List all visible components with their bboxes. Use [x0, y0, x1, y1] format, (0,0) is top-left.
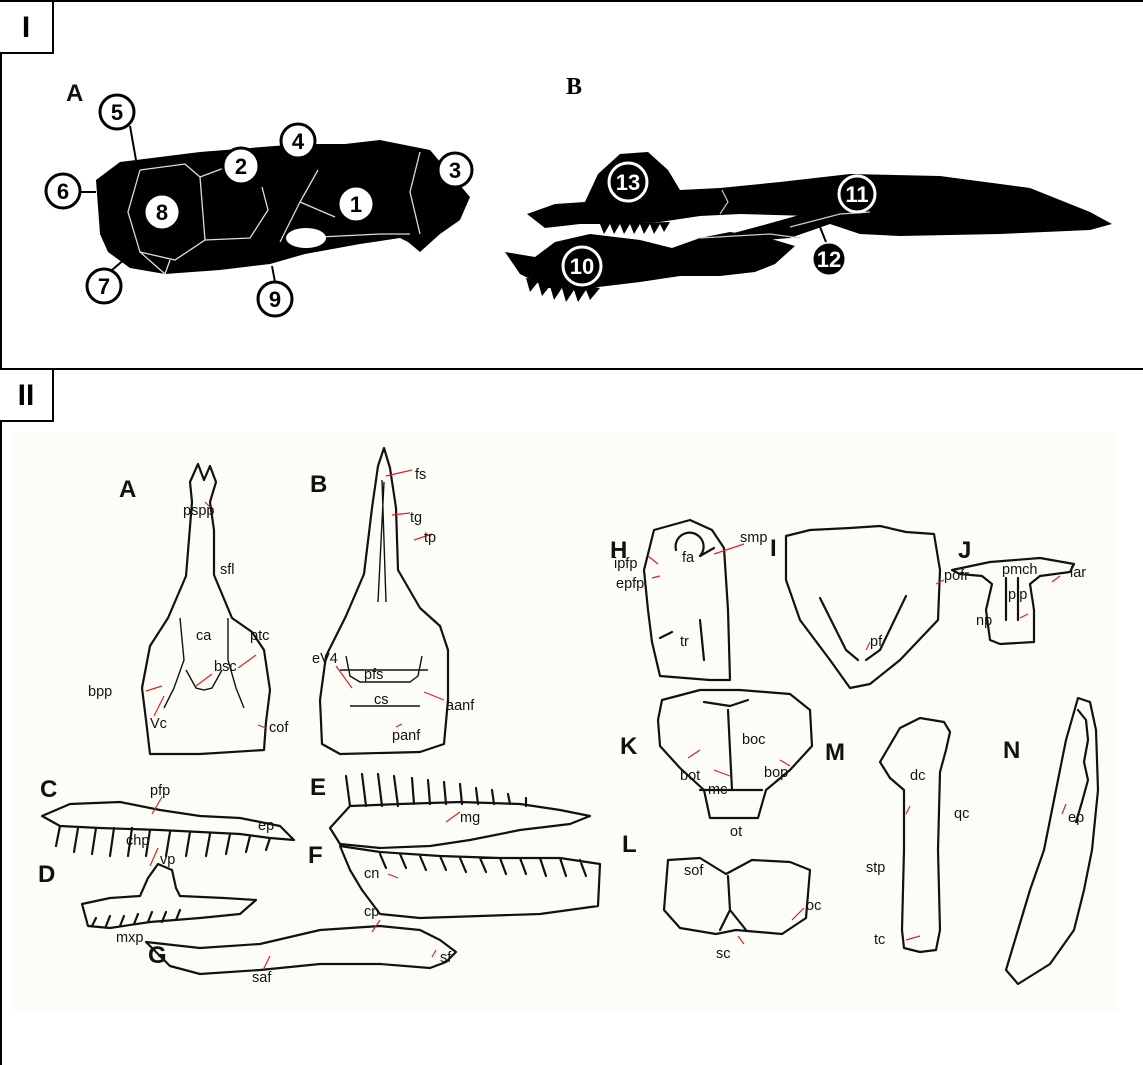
label-vp: vp: [160, 852, 175, 868]
panel-i-figure: A B 1 2 3 4 5 6: [0, 2, 1143, 368]
label-pf: pf: [870, 634, 883, 650]
num-13: 13: [616, 170, 640, 195]
label-fa: fa: [682, 550, 695, 566]
label-saf: saf: [252, 970, 272, 986]
num-2: 2: [235, 154, 247, 179]
label-stp: stp: [866, 860, 885, 876]
label-tg: tg: [410, 510, 422, 526]
fig-letter-i: I: [770, 535, 777, 562]
label-dc: dc: [910, 768, 925, 784]
label-pofr: pofr: [944, 568, 969, 584]
label-ev4: eV4: [312, 651, 338, 667]
label-sc: sc: [716, 946, 731, 962]
fig-letter-b: B: [310, 471, 327, 498]
fig-letter-d: D: [38, 861, 55, 888]
fig-letter-b: B: [566, 74, 582, 100]
label-ep-n: ep: [1068, 810, 1084, 826]
label-cn: cn: [364, 866, 379, 882]
label-vc: Vc: [150, 716, 167, 732]
label-oc: oc: [806, 898, 821, 914]
fig-letter-e: E: [310, 774, 326, 801]
fig-letter-c: C: [40, 776, 57, 803]
label-mg: mg: [460, 810, 480, 826]
label-lar: lar: [1070, 565, 1086, 581]
fig-letter-m: M: [825, 739, 845, 766]
num-12: 12: [817, 247, 841, 272]
num-11: 11: [845, 182, 868, 207]
label-ot: ot: [730, 824, 742, 840]
fig-letter-f: F: [308, 842, 323, 869]
label-ca: ca: [196, 628, 212, 644]
label-epfp: epfp: [616, 576, 644, 592]
label-sfl: sfl: [220, 562, 235, 578]
label-panf: panf: [392, 728, 421, 744]
num-4: 4: [292, 129, 305, 154]
label-cof: cof: [269, 720, 289, 736]
label-bop: bop: [764, 765, 788, 781]
num-8: 8: [156, 200, 168, 225]
label-np: np: [976, 613, 992, 629]
label-mc: mc: [708, 782, 727, 798]
fig-letter-l: L: [622, 831, 637, 858]
label-bsc: bsc: [214, 659, 237, 675]
fig-letter-a: A: [119, 476, 136, 503]
label-pmch: pmch: [1002, 562, 1037, 578]
label-pspp: pspp: [183, 503, 214, 519]
label-qc: qc: [954, 806, 969, 822]
label-plp: plp: [1008, 587, 1027, 603]
num-7: 7: [98, 274, 110, 299]
label-fs: fs: [415, 467, 426, 483]
panel-ii-figure: A B C D E F G H I J K L M N: [0, 370, 1143, 1065]
label-boc: boc: [742, 732, 765, 748]
fig-letter-n: N: [1003, 737, 1020, 764]
num-3: 3: [449, 158, 461, 183]
label-tr: tr: [680, 634, 689, 650]
label-ptc: ptc: [250, 628, 269, 644]
num-6: 6: [57, 179, 69, 204]
num-1: 1: [350, 192, 362, 217]
label-sof: sof: [684, 863, 704, 879]
label-cs: cs: [374, 692, 389, 708]
fig-letter-k: K: [620, 733, 638, 760]
upper-jaw-teeth: [600, 222, 670, 234]
fig-letter-j: J: [958, 537, 971, 564]
label-ipfp: ipfp: [614, 556, 637, 572]
fig-letter-a: A: [66, 80, 83, 107]
label-tc: tc: [874, 932, 885, 948]
label-pfs: pfs: [364, 667, 383, 683]
label-bpp: bpp: [88, 684, 112, 700]
num-9: 9: [269, 287, 281, 312]
label-bot: bot: [680, 768, 700, 784]
label-pfp: pfp: [150, 783, 170, 799]
num-10: 10: [570, 254, 594, 279]
num-5: 5: [111, 100, 123, 125]
label-sf: sf: [440, 950, 452, 966]
label-aanf: aanf: [446, 698, 475, 714]
label-ep-c: ep: [258, 818, 274, 834]
label-cp: cp: [364, 904, 379, 920]
label-chp: chp: [126, 833, 149, 849]
label-mxp: mxp: [116, 930, 143, 946]
label-smp: smp: [740, 530, 767, 546]
label-tp: tp: [424, 530, 436, 546]
